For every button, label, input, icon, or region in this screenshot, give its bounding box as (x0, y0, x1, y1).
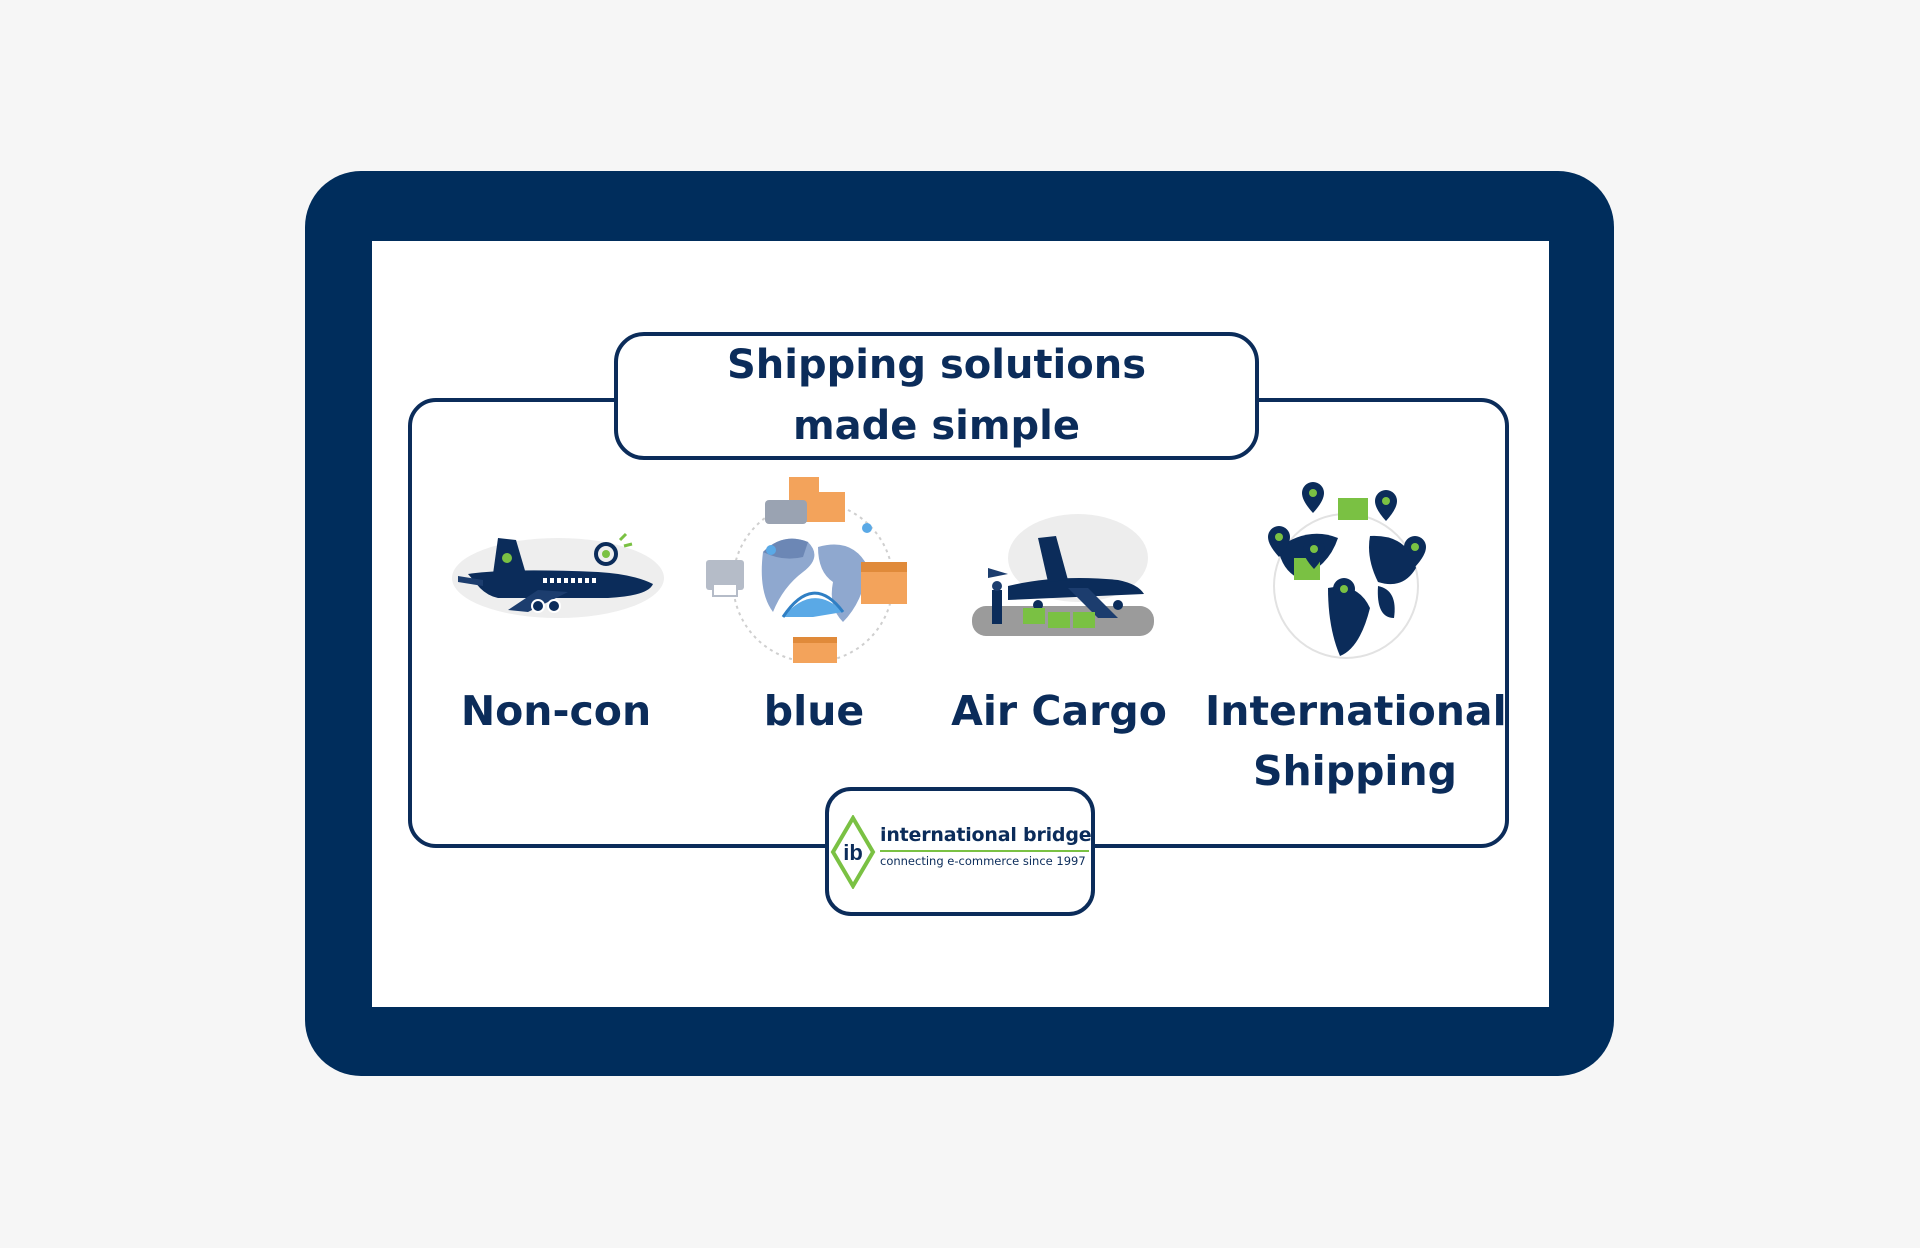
logo-divider (880, 850, 1089, 852)
world-map-pins-icon (1268, 482, 1426, 659)
service-label-international-shipping: International Shipping (1205, 681, 1507, 801)
service-label-blue: blue (763, 687, 865, 735)
title-box: Shipping solutions made simple (614, 332, 1259, 460)
service-label-line-2: Shipping (1252, 747, 1458, 795)
cargo-plane-icon (972, 514, 1154, 636)
service-label-air-cargo: Air Cargo (951, 687, 1167, 735)
logo-tagline: connecting e-commerce since 1997 (880, 854, 1086, 868)
airplane-icon (452, 532, 664, 618)
title-line-2: made simple (792, 403, 1081, 449)
globe-packages-icon (706, 477, 907, 663)
service-label-non-con: Non-con (460, 687, 652, 735)
service-label-line-1: International (1205, 687, 1507, 735)
logo-name: international bridge (880, 824, 1092, 846)
logo-mark-text: ib (843, 840, 863, 865)
title-line-1: Shipping solutions (726, 342, 1147, 388)
ib-logo-mark: ib (830, 815, 876, 889)
